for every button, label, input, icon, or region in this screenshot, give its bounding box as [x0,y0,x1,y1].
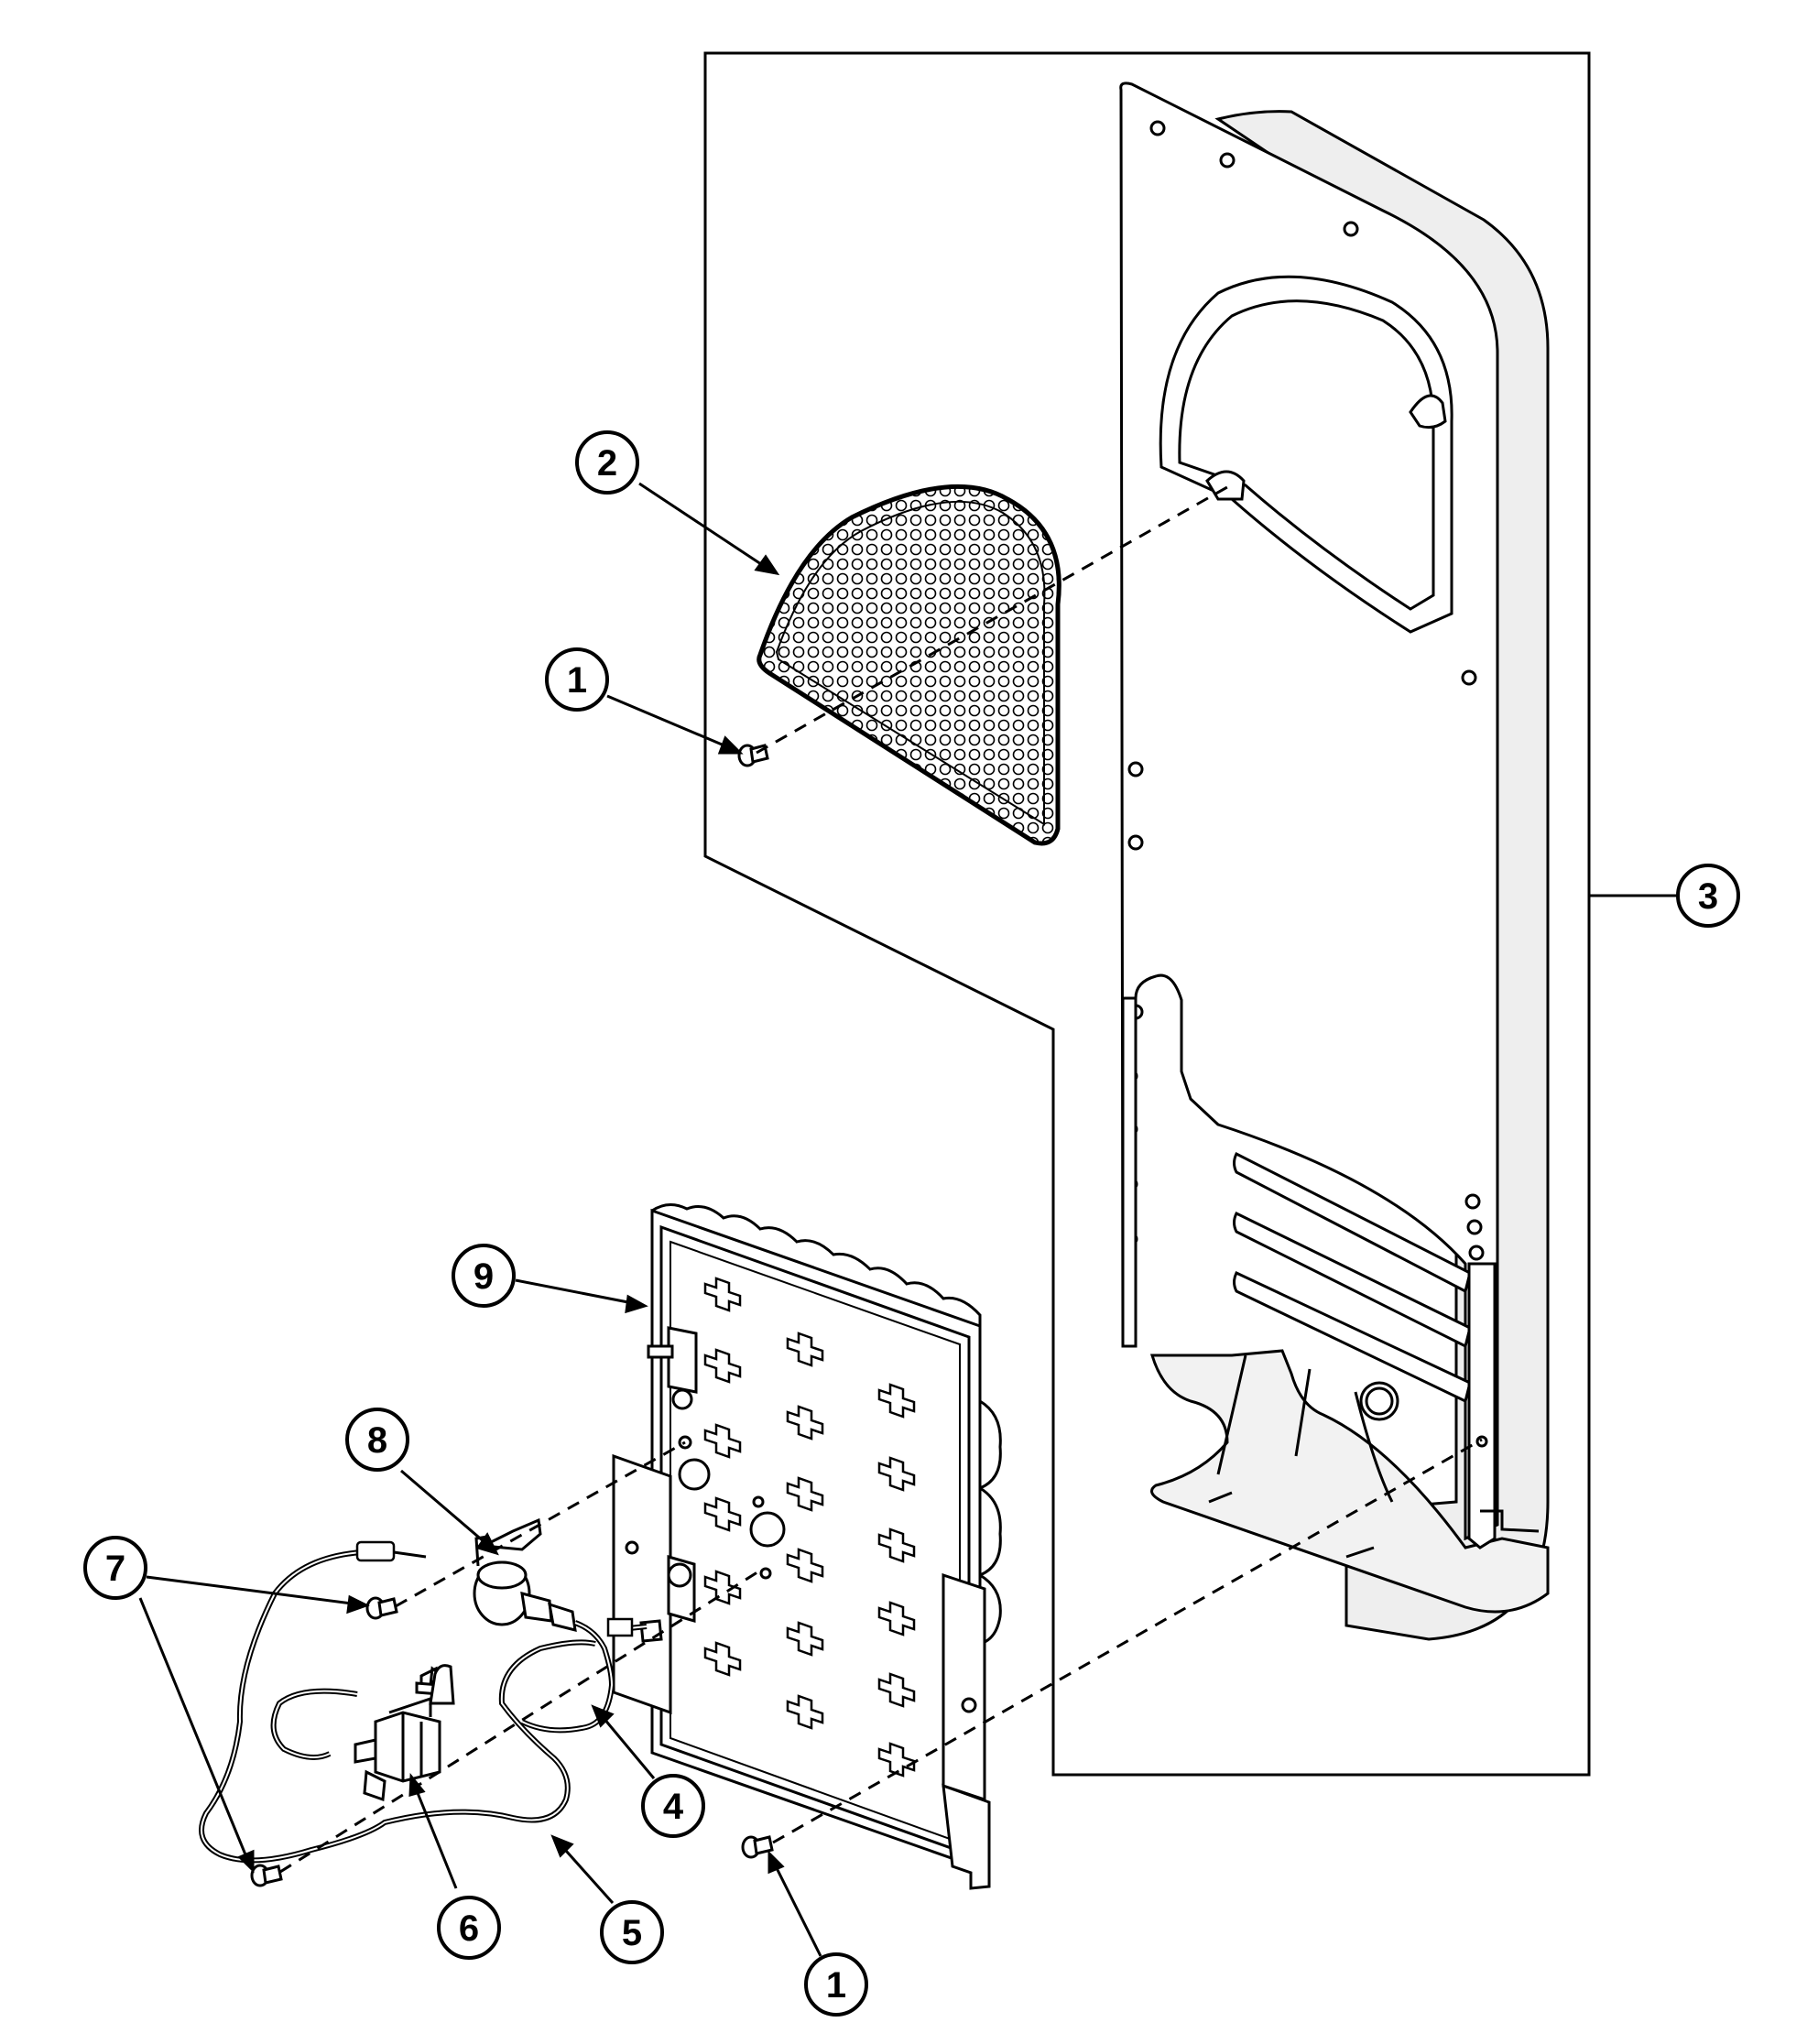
leader-1-lower [771,1860,822,1957]
harness-wire [199,1540,596,1864]
callout-4: 4 [641,1774,705,1838]
callout-9: 9 [452,1244,516,1308]
leader-9 [515,1278,638,1306]
alignment-dashed-lines [279,485,1483,1874]
leader-4 [597,1712,656,1779]
leader-2 [638,482,770,571]
callout-6: 6 [437,1896,501,1960]
callout-3-label: 3 [1698,876,1718,917]
leader-7a [146,1575,360,1606]
callout-2-label: 2 [597,443,617,484]
callout-5: 5 [600,1900,664,1964]
callout-8: 8 [345,1408,409,1472]
screw-7-lower [250,1864,283,1887]
heater-element-assembly [612,1203,1002,1890]
callout-1-lower: 1 [804,1952,868,2017]
callout-1-upper: 1 [545,647,609,712]
screw-lower-1 [741,1835,774,1859]
callout-8-label: 8 [367,1420,387,1461]
callout-6-label: 6 [459,1908,479,1949]
callout-1-lower-label: 1 [826,1965,846,2006]
leader-7b [138,1597,251,1865]
mesh-grille [757,484,1061,846]
callout-1-upper-label: 1 [567,660,587,701]
leader-6 [412,1783,458,1889]
callouts: 2 1 3 9 8 7 4 5 [83,430,1740,2017]
thermal-fuse [354,1664,455,1802]
callout-4-label: 4 [663,1787,684,1827]
assembly-boundary-outline [703,51,1591,1777]
thermostat [473,1517,577,1633]
leader-lines [138,482,1678,1957]
callout-5-label: 5 [622,1913,642,1953]
thermostat-wire [520,1617,648,1734]
leader-8 [400,1469,492,1549]
leader-1-upper [606,694,734,751]
callout-9-label: 9 [474,1256,494,1297]
callout-3: 3 [1676,864,1740,928]
callout-2: 2 [575,430,639,495]
screw-7-upper [365,1596,398,1620]
callout-7-label: 7 [105,1549,125,1589]
callout-7: 7 [83,1536,147,1600]
leader-5 [557,1842,615,1904]
heater-duct-housing [1119,82,1550,1641]
